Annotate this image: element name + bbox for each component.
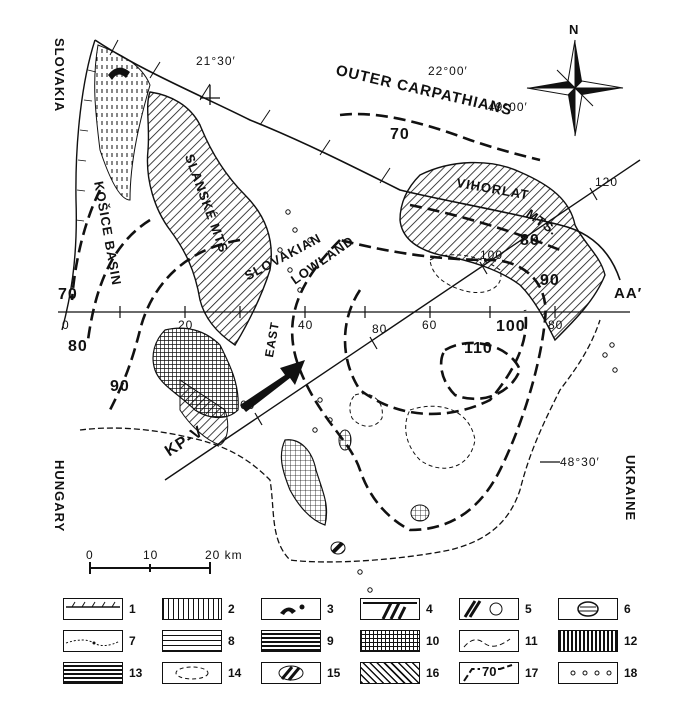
isoline-label-70-west: 70 — [58, 286, 78, 303]
legend-swatch-1 — [63, 598, 123, 620]
coord-lat-4830: 48°30′ — [560, 455, 600, 469]
axis-tick-20: 20 — [178, 318, 194, 332]
margin-hachures — [75, 69, 97, 222]
legend-label-15: 15 — [327, 666, 341, 680]
isoline-label-110: 110 — [464, 340, 493, 357]
reference-axis-ticks — [119, 306, 556, 318]
thin-isolines — [349, 254, 502, 469]
legend-label-17: 17 — [525, 666, 539, 680]
slanske-mts-area — [146, 91, 272, 346]
isoline-70-west — [70, 189, 102, 301]
unit6-body — [410, 504, 430, 522]
legend-swatch-13 — [63, 662, 123, 684]
unit3-shape — [108, 67, 130, 80]
axis-tick-40: 40 — [298, 318, 314, 332]
isoline-80-east — [409, 203, 561, 252]
section-label: AA′ — [614, 285, 643, 302]
isoline-label-90-west: 90 — [110, 378, 130, 395]
legend-swatch-7 — [63, 630, 123, 652]
legend-swatch-8 — [162, 630, 222, 652]
axis-tick-80: 80 — [548, 318, 564, 332]
legend-swatch-16 — [360, 662, 420, 684]
profile-line — [164, 159, 641, 481]
profile-tick-100: 100 — [480, 248, 504, 262]
country-hungary: HUNGARY — [52, 460, 67, 533]
legend-label-4: 4 — [426, 602, 433, 616]
scale-bar — [89, 562, 211, 574]
legend-label-9: 9 — [327, 634, 334, 648]
country-slovakia: SLOVAKIA — [52, 38, 67, 113]
country-ukraine: UKRAINE — [623, 455, 638, 522]
southern-hatched-area — [179, 379, 229, 446]
legend-label-5: 5 — [525, 602, 532, 616]
profile-tick-60: 60 — [240, 398, 256, 412]
legend-label-2: 2 — [228, 602, 235, 616]
isoline-label-90-east: 90 — [540, 272, 560, 289]
legend-label-13: 13 — [129, 666, 143, 680]
well-circles — [277, 209, 618, 611]
isoline-100 — [343, 289, 528, 416]
coord-lat-4900: 49°00′ — [488, 100, 528, 114]
legend-isoline-label: 70 — [480, 664, 499, 679]
legend-swatch-3 — [261, 598, 321, 620]
legend-label-14: 14 — [228, 666, 242, 680]
isoline-90-west — [108, 238, 241, 411]
legend-label-1: 1 — [129, 602, 136, 616]
kosice-basin-margin — [61, 39, 96, 331]
scale-20km: 20 km — [205, 548, 243, 562]
legend-swatch-4 — [360, 598, 420, 620]
legend-label-12: 12 — [624, 634, 638, 648]
legend-swatch-15 — [261, 662, 321, 684]
coord-lon-2200: 22°00′ — [428, 64, 468, 78]
legend-swatch-17: 70 — [459, 662, 519, 684]
coord-lon-2130: 21°30′ — [196, 54, 236, 68]
legend-label-8: 8 — [228, 634, 235, 648]
legend-swatch-2 — [162, 598, 222, 620]
legend-swatch-6 — [558, 598, 618, 620]
legend-swatch-14 — [162, 662, 222, 684]
legend-label-18: 18 — [624, 666, 638, 680]
legend-label-7: 7 — [129, 634, 136, 648]
legend-swatch-5 — [459, 598, 519, 620]
isoline-110 — [439, 341, 522, 401]
legend-label-16: 16 — [426, 666, 440, 680]
scale-0: 0 — [86, 548, 94, 562]
isoline-label-80-east: 80 — [520, 232, 540, 249]
compass-rose — [526, 39, 624, 137]
isoline-90-east — [290, 238, 547, 532]
isoline-label-70-north: 70 — [390, 126, 410, 143]
axis-tick-60: 60 — [422, 318, 438, 332]
legend-swatch-10 — [360, 630, 420, 652]
vihorlat-mts-area — [399, 161, 606, 342]
zemplin-ridge — [280, 439, 328, 526]
compass-north: N — [569, 22, 580, 37]
axis-tick-0: 0 — [62, 318, 70, 332]
isoline-label-80-west: 80 — [68, 338, 88, 355]
legend-label-3: 3 — [327, 602, 334, 616]
kosice-basin-fill — [94, 44, 151, 201]
legend-label-11: 11 — [525, 634, 538, 648]
legend-label-6: 6 — [624, 602, 631, 616]
isoline-label-100: 100 — [496, 318, 526, 335]
profile-tick-120: 120 — [595, 175, 619, 189]
isoline-70-north — [339, 112, 541, 162]
profile-ticks — [254, 187, 598, 426]
direction-arrow — [240, 360, 305, 412]
legend-swatch-11 — [459, 630, 519, 652]
scale-10: 10 — [143, 548, 159, 562]
legend-swatch-18 — [558, 662, 618, 684]
unit15-body — [330, 541, 346, 555]
legend-label-10: 10 — [426, 634, 440, 648]
southern-boundary — [79, 319, 601, 563]
legend-swatch-12 — [558, 630, 618, 652]
legend-swatch-9 — [261, 630, 321, 652]
profile-tick-80: 80 — [372, 322, 388, 336]
